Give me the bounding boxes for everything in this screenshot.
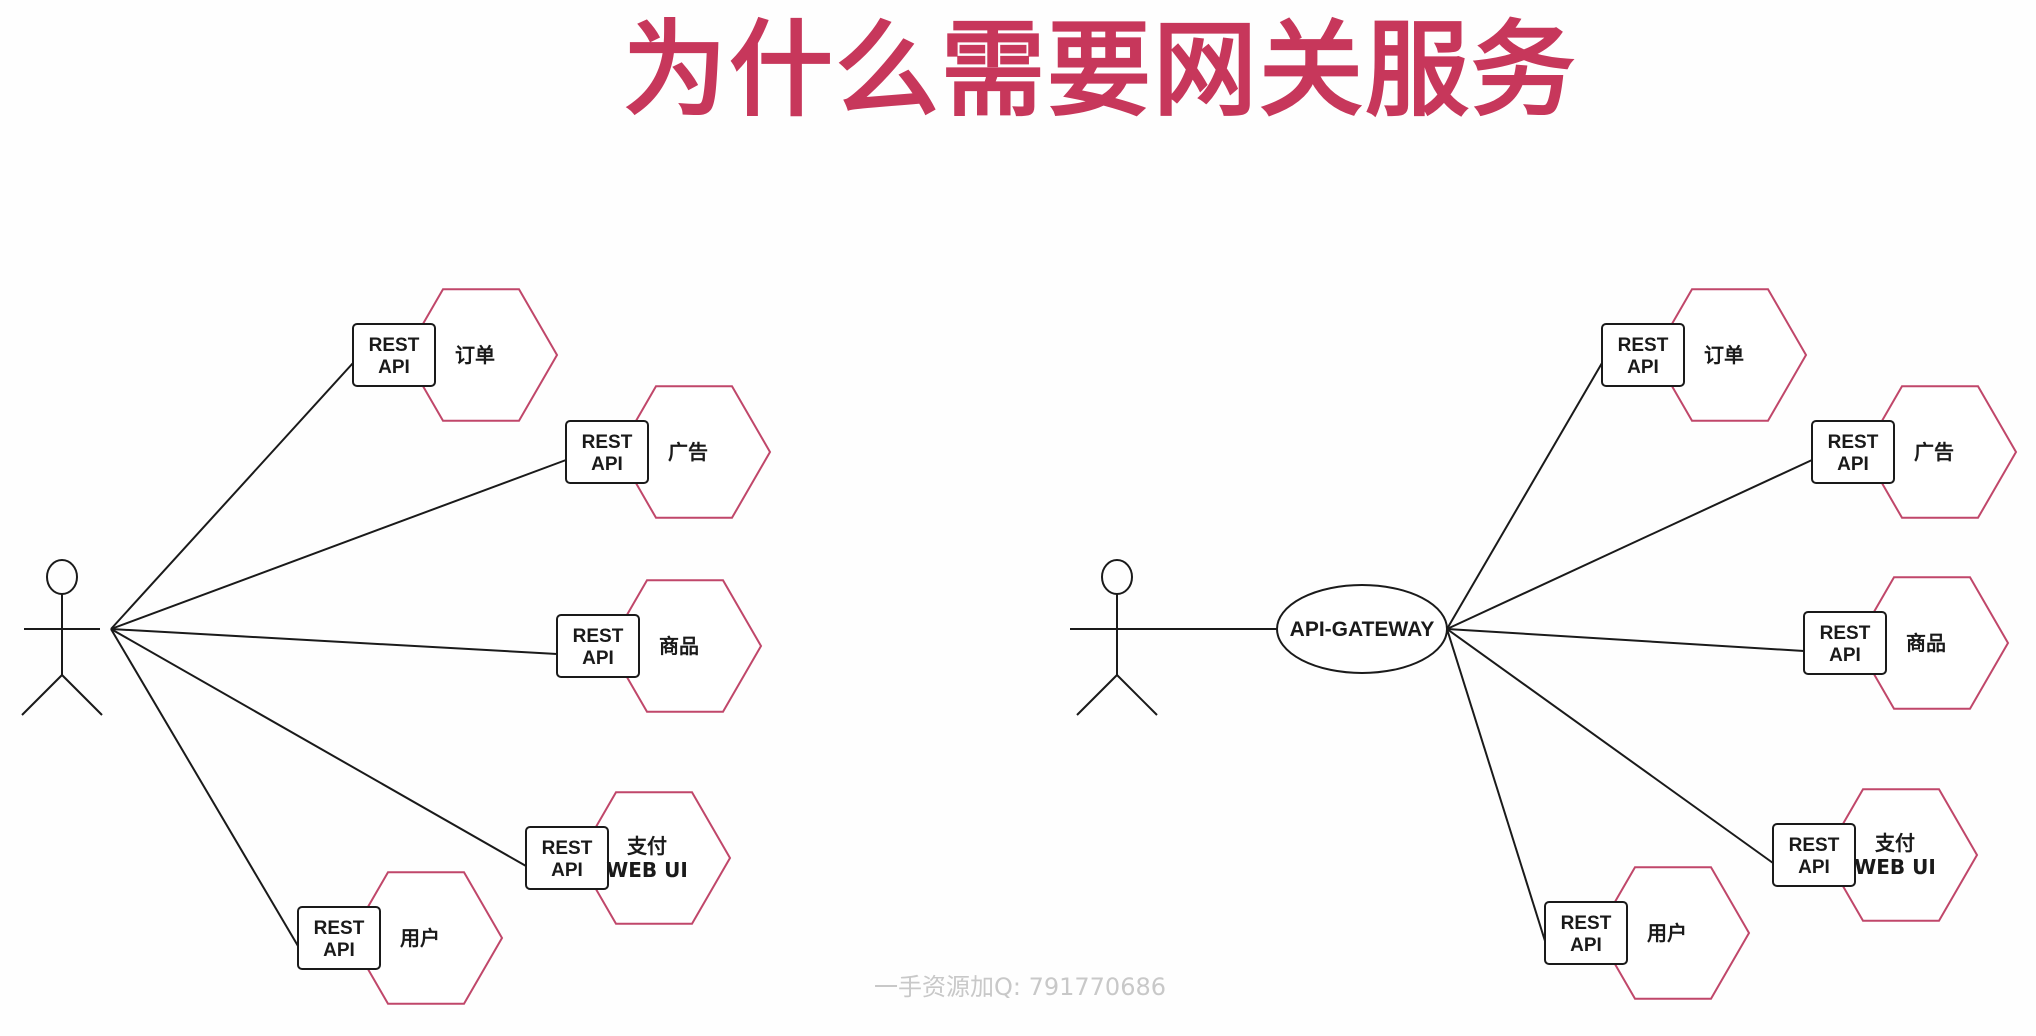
connector-line: [1446, 628, 1546, 942]
connector-line: [1446, 628, 1805, 652]
actor-head: [46, 559, 78, 595]
actor-left-leg: [21, 674, 63, 716]
rest-api-box: [1803, 611, 1887, 675]
rest-api-box: [352, 323, 436, 387]
user-actor-icon: [1076, 559, 1158, 716]
service-label: 用户: [1647, 921, 1687, 945]
service-label: 订单: [1704, 343, 1744, 367]
rest-api-box: [525, 826, 609, 890]
connector-line: [110, 459, 567, 630]
rest-api-box: [297, 906, 381, 970]
rest-api-box: [1601, 323, 1685, 387]
rest-api-box: [1544, 901, 1628, 965]
connector-line: [1446, 628, 1774, 864]
api-gateway-node: API-GATEWAY: [1276, 584, 1448, 674]
connector-line: [1446, 362, 1603, 630]
connector-line: [110, 628, 299, 947]
actor-right-leg: [1116, 674, 1158, 716]
api-gateway-ellipse: [1276, 584, 1448, 674]
connector-line: [110, 628, 558, 655]
service-label: 广告: [668, 440, 708, 464]
service-label: 商品: [1906, 631, 1946, 655]
api-gateway-label: API-GATEWAY: [1290, 618, 1435, 641]
connector-line: [110, 628, 527, 867]
page-title: 为什么需要网关服务: [622, 9, 1577, 131]
service-label: 用户: [400, 926, 440, 950]
rest-api-box: [1772, 823, 1856, 887]
watermark-text: 一手资源加Q: 791770686: [873, 973, 1167, 1001]
connector-line: [1446, 459, 1813, 630]
actor-head: [1101, 559, 1133, 595]
service-label: 广告: [1914, 440, 1954, 464]
rest-api-box: [565, 420, 649, 484]
connector-line: [110, 362, 354, 630]
service-label: 订单: [455, 343, 495, 367]
service-label: 商品: [659, 634, 699, 658]
actor-right-leg: [61, 674, 103, 716]
user-actor-icon: [21, 559, 103, 716]
actor-left-leg: [1076, 674, 1118, 716]
rest-api-box: [1811, 420, 1895, 484]
rest-api-box: [556, 614, 640, 678]
